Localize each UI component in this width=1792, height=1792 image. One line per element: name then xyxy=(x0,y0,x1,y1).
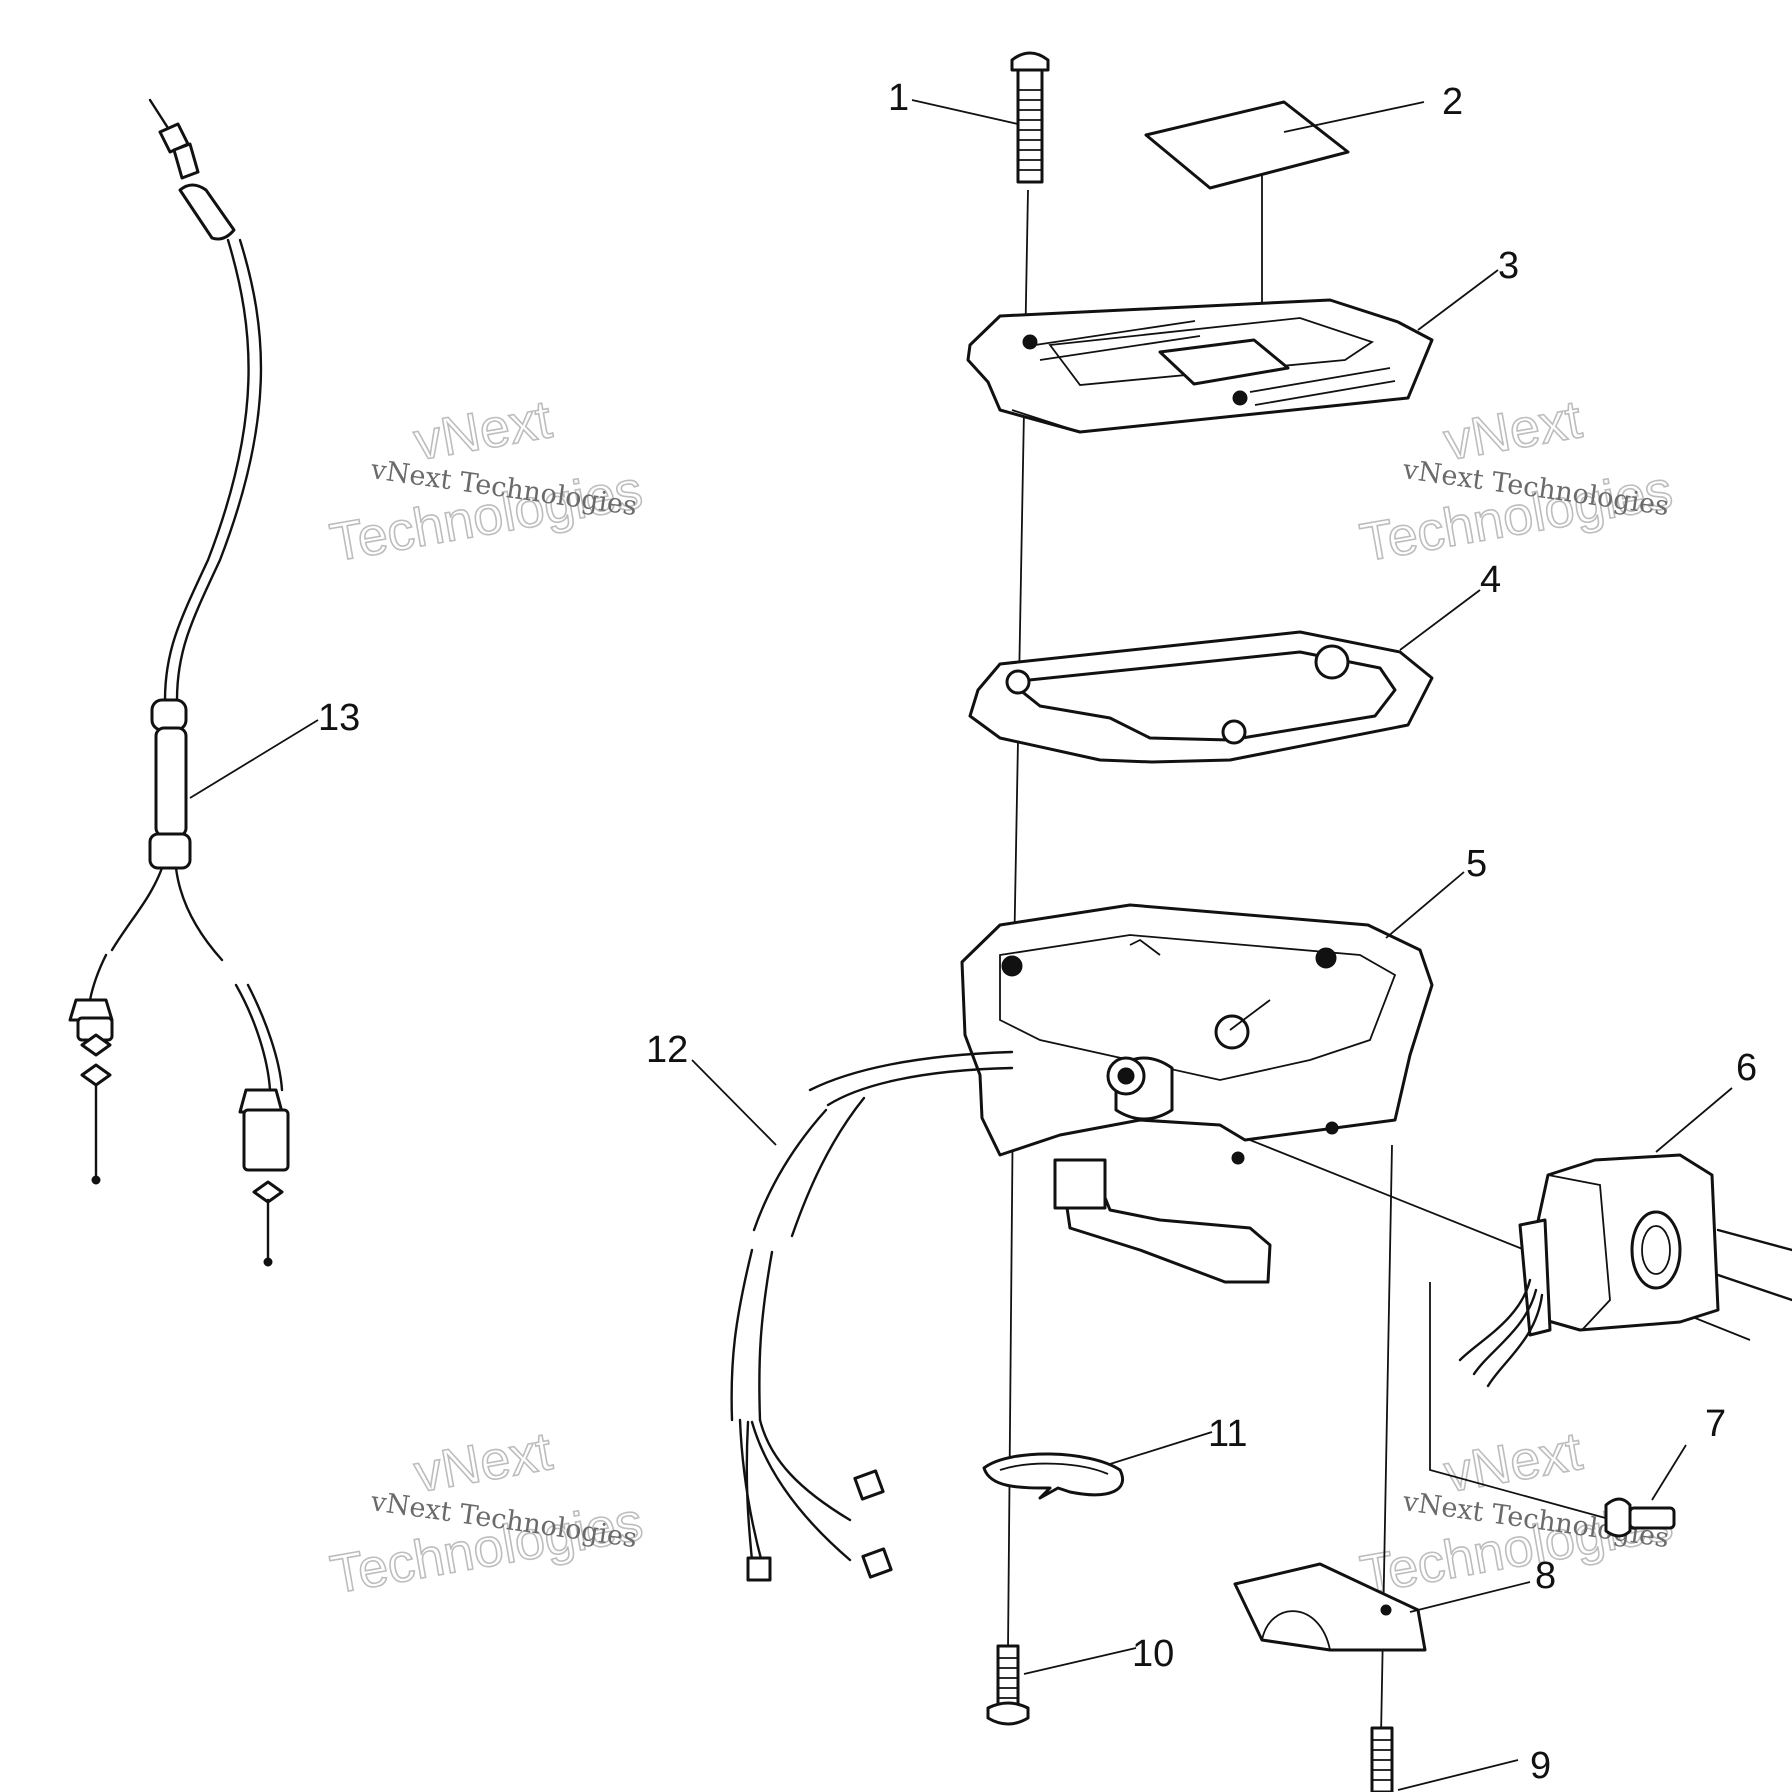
watermark-line1: vNext xyxy=(410,389,556,472)
part-spring-clip xyxy=(982,1431,1213,1500)
watermark-line1: vNext xyxy=(1440,1421,1586,1504)
callout-7: 7 xyxy=(1705,1403,1726,1445)
part-housing-cover xyxy=(966,298,1434,434)
part-switch xyxy=(1458,1087,1792,1388)
part-clamp-half xyxy=(1233,1562,1531,1652)
callout-3: 3 xyxy=(1498,245,1519,287)
callout-10: 10 xyxy=(1132,1633,1174,1675)
callout-8: 8 xyxy=(1535,1555,1556,1597)
callout-6: 6 xyxy=(1736,1047,1757,1089)
callout-1: 1 xyxy=(888,77,909,119)
part-screw-bottom xyxy=(986,1644,1137,1726)
callout-12: 12 xyxy=(646,1029,688,1071)
callout-4: 4 xyxy=(1480,559,1501,601)
part-screw-top xyxy=(1010,51,1050,184)
part-decal-label xyxy=(1144,100,1350,190)
callout-2: 2 xyxy=(1442,81,1463,123)
callout-13: 13 xyxy=(318,697,360,739)
part-gasket xyxy=(968,630,1434,764)
callout-11: 11 xyxy=(1208,1413,1247,1455)
part-screw-lower xyxy=(1370,1726,1519,1792)
callout-numbers: 1 2 3 4 5 6 7 8 9 10 11 12 13 xyxy=(318,77,1757,1787)
callout-5: 5 xyxy=(1466,843,1487,885)
part-throttle-housing xyxy=(960,903,1434,1284)
watermark-line1: vNext xyxy=(410,1421,556,1504)
callout-9: 9 xyxy=(1530,1745,1551,1787)
part-throttle-cable xyxy=(68,98,319,1267)
watermark-line1: vNext xyxy=(1440,389,1586,472)
part-wire-harness xyxy=(691,1050,1014,1582)
leader-lines xyxy=(911,99,1499,939)
part-set-screw xyxy=(1604,1444,1687,1538)
